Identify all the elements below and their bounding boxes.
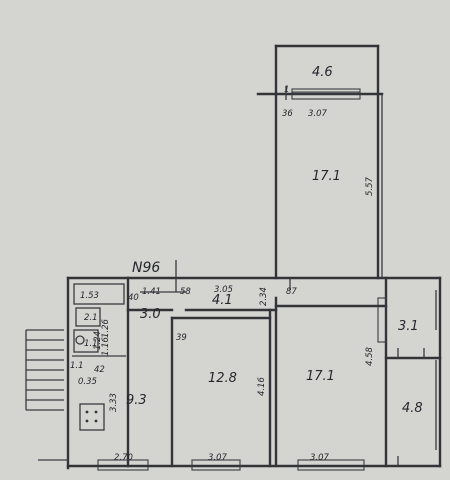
closet-box bbox=[75, 307, 101, 327]
dim-141: 1.41 bbox=[142, 287, 161, 297]
dim-307-b2: 3.07 bbox=[310, 453, 330, 463]
stairs bbox=[25, 329, 64, 411]
dim-39: 39 bbox=[176, 333, 187, 343]
room-balcony-area: 4.6 bbox=[312, 65, 333, 80]
room-hall-area: 4.1 bbox=[212, 293, 233, 308]
dim-87: 87 bbox=[286, 287, 297, 297]
room-wc-area: 1.1 bbox=[84, 339, 98, 349]
storage-box bbox=[73, 283, 125, 305]
dim-40: 40 bbox=[128, 293, 139, 303]
bottom-windows bbox=[38, 459, 365, 471]
room-side-lower-area: 4.8 bbox=[402, 401, 423, 416]
dim-116: 1.16 bbox=[101, 336, 111, 356]
tower-walls bbox=[256, 88, 384, 280]
dim-234: 2.34 bbox=[259, 287, 269, 306]
dim-124: 1.24 bbox=[93, 331, 103, 350]
dim-035: 0.35 bbox=[78, 377, 97, 387]
wc-fixture bbox=[75, 335, 85, 345]
room-bedroom-top-area: 17.1 bbox=[312, 169, 341, 184]
dim-307-b1: 3.07 bbox=[208, 453, 228, 463]
dim-36: 36 bbox=[282, 109, 293, 119]
dim-126: 1.26 bbox=[101, 318, 111, 338]
interior-walls bbox=[126, 276, 442, 468]
plan-number: N96 bbox=[132, 260, 160, 276]
stove bbox=[79, 403, 105, 431]
room-middle-area: 12.8 bbox=[208, 371, 237, 386]
dim-305: 3.05 bbox=[214, 285, 233, 295]
room-side-upper-area: 3.1 bbox=[398, 319, 419, 334]
dim-458: 4.58 bbox=[365, 346, 375, 366]
room-bedroom-bottom-area: 17.1 bbox=[306, 369, 335, 384]
room-storage2-area: 2.1 bbox=[84, 313, 98, 323]
dim-1: 1 bbox=[284, 85, 289, 95]
outer-walls bbox=[66, 94, 442, 470]
dim-42: 42 bbox=[94, 365, 105, 375]
utility-blocks bbox=[72, 283, 126, 431]
room-nook-area: 1.1 bbox=[70, 361, 84, 371]
door-markers bbox=[140, 86, 425, 466]
side-windows bbox=[377, 290, 437, 450]
dim-58: 58 bbox=[180, 287, 191, 297]
balcony-walls bbox=[274, 44, 380, 94]
dim-416: 4.16 bbox=[257, 376, 267, 396]
dim-557: 5.57 bbox=[365, 176, 375, 196]
wc-box bbox=[73, 329, 99, 353]
room-corridor-area: 3.0 bbox=[140, 307, 161, 322]
room-kitchen-area: 9.3 bbox=[126, 393, 147, 408]
dim-333: 3.33 bbox=[109, 393, 119, 412]
dim-270: 2.70 bbox=[114, 453, 133, 463]
dim-307-top: 3.07 bbox=[308, 109, 328, 119]
room-storage-area: 1.53 bbox=[80, 291, 99, 301]
